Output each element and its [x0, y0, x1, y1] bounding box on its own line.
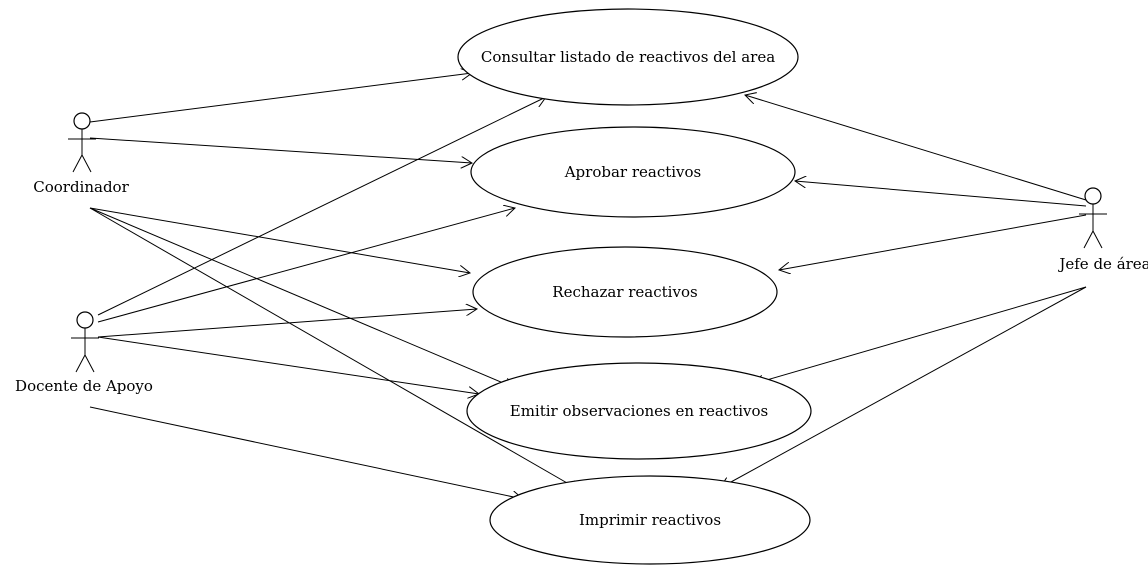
assoc-jefe-rechazar [779, 214, 1087, 270]
use-case-imprimir-label: Imprimir reactivos [579, 511, 721, 529]
use-case-rechazar-label: Rechazar reactivos [552, 283, 697, 301]
actor-jefe: Jefe de área [1057, 187, 1148, 273]
assoc-docente-rechazar [97, 309, 477, 338]
assoc-coordinador-consultar [89, 73, 472, 123]
use-case-emitir: Emitir observaciones en reactivos [466, 362, 812, 460]
assoc-coordinador-aprobar [89, 137, 472, 163]
assoc-coordinador-emitir [89, 207, 515, 388]
assoc-coordinador-imprimir [89, 207, 581, 491]
associations [89, 73, 1087, 499]
use-case-consultar-label: Consultar listado de reactivos del area [481, 48, 775, 66]
actor-coordinador: Coordinador [33, 112, 130, 196]
use-case-consultar: Consultar listado de reactivos del area [457, 8, 799, 106]
assoc-jefe-emitir [753, 286, 1087, 384]
assoc-docente-imprimir [89, 406, 523, 499]
assoc-docente-consultar [97, 97, 546, 316]
use-case-aprobar-label: Aprobar reactivos [564, 163, 702, 181]
assoc-docente-aprobar [97, 208, 515, 323]
assoc-coordinador-rechazar [89, 207, 470, 273]
actor-docente-label: Docente de Apoyo [15, 377, 153, 395]
assoc-docente-emitir [97, 336, 479, 394]
actor-jefe-figure [1079, 187, 1107, 249]
actor-coordinador-figure [68, 112, 96, 173]
actor-jefe-label: Jefe de área [1057, 255, 1148, 273]
actor-docente-figure [71, 311, 99, 373]
actor-coordinador-label: Coordinador [33, 178, 129, 196]
assoc-jefe-imprimir [720, 286, 1087, 488]
use-case-imprimir: Imprimir reactivos [489, 475, 811, 565]
assoc-jefe-aprobar [795, 181, 1087, 207]
use-case-aprobar: Aprobar reactivos [470, 126, 796, 218]
assoc-jefe-consultar [745, 95, 1087, 201]
use-case-rechazar: Rechazar reactivos [472, 246, 778, 338]
actor-docente: Docente de Apoyo [15, 311, 153, 395]
use-case-emitir-label: Emitir observaciones en reactivos [510, 402, 769, 420]
